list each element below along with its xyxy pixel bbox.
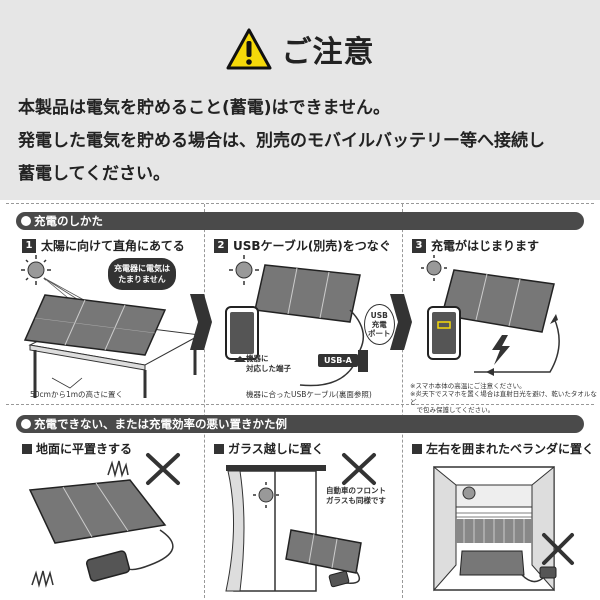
step-3-illustration [421,255,560,376]
smartphone-icon [85,550,131,582]
sun-icon [421,255,447,281]
header: ご注意 本製品は電気を貯めること(蓄電)はできません。 発電した電気を貯める場合… [0,0,600,200]
sun-icon [229,255,259,285]
bullet [412,443,422,454]
intro-text: 本製品は電気を貯めること(蓄電)はできません。 発電した電気を貯める場合は、別売… [18,92,588,191]
page-title: ご注意 [281,35,375,70]
step-1: 1 太陽に向けて直角にあてる [22,237,185,254]
example-3-illustration [433,465,574,592]
smartphone-icon [427,306,461,360]
smartphone-icon [225,306,259,360]
warning-line: ※スマホ本体の高温にご注意ください。 [410,382,526,390]
height-note: 50cmから1mの高さに置く [30,390,124,399]
warning-icon [226,28,271,70]
section-heading-how-to-charge: 充電のしかた [16,212,584,230]
step-2: 2 USBケーブル(別売)をつなぐ [214,237,391,254]
usb-port-label: USB 充電 ポート [364,304,395,345]
step-label: 太陽に向けて直角にあてる [41,239,185,253]
divider [6,203,594,204]
smartphone-icon [539,566,557,579]
intro-line: 発電した電気を貯める場合は、別売のモバイルバッテリー等へ接続し [18,131,545,151]
intro-line: 蓄電してください。 [18,164,170,184]
example-3-label: 左右を囲まれたベランダに置く [412,440,594,457]
lightning-icon [492,335,510,365]
note-bubble: 充電器に電気は たまりません [108,258,176,290]
example-2-label: ガラス越しに置く [214,440,324,457]
sun-icon [253,482,279,508]
warning-line: で包み保護してください。 [410,406,495,414]
device-port-note: 機器に 対応した端子 [246,354,291,373]
solar-panel-icon [441,269,555,333]
bullet [214,443,224,454]
step-number: 3 [412,238,426,253]
step-number: 2 [214,238,228,253]
arrow-right-icon [190,294,212,350]
window-illustration [225,465,326,592]
smartphone-icon [328,570,350,588]
intro-line: 本製品は電気を貯めること(蓄電)はできません。 [18,98,391,118]
cross-icon [542,533,574,565]
cross-icon [146,453,180,485]
divider [402,204,403,598]
example-2-illustration [225,453,376,592]
cable-note: 機器に合ったUSBケーブル(裏面参照) [246,390,372,399]
solar-panel-icon [28,479,167,544]
section-heading-bad-placement: 充電できない、または充電効率の悪い置きかた例 [16,415,584,433]
arrow-right-icon [390,294,412,350]
solar-panel-icon [285,529,362,574]
example-1-label: 地面に平置きする [22,440,132,457]
sun-icon [462,486,476,500]
solar-panel-icon [459,550,525,576]
warning-line: ※炎天下でスマホを置く場合は直射日光を避け、乾いたタオルなど [410,390,597,406]
cross-icon [342,453,376,485]
example-1-illustration [28,453,180,588]
solar-panel-icon [23,294,167,356]
step-1-illustration [21,255,202,398]
step-label: USBケーブル(別売)をつなぐ [233,239,391,253]
step-number: 1 [22,238,36,253]
warning-notes: ※スマホ本体の高温にご注意ください。 ※炎天下でスマホを置く場合は直射日光を避け… [410,382,600,414]
divider [6,404,594,405]
divider [204,204,205,598]
step-2-illustration [225,255,368,387]
step-3: 3 充電がはじまります [412,237,539,254]
bullet [22,443,32,454]
glass-note: 自動車のフロント ガラスも同様です [326,486,386,505]
usb-a-label: USB-A [318,354,358,367]
step-label: 充電がはじまります [431,239,540,253]
title-row: ご注意 [0,26,600,72]
solar-panel-icon [254,264,361,323]
